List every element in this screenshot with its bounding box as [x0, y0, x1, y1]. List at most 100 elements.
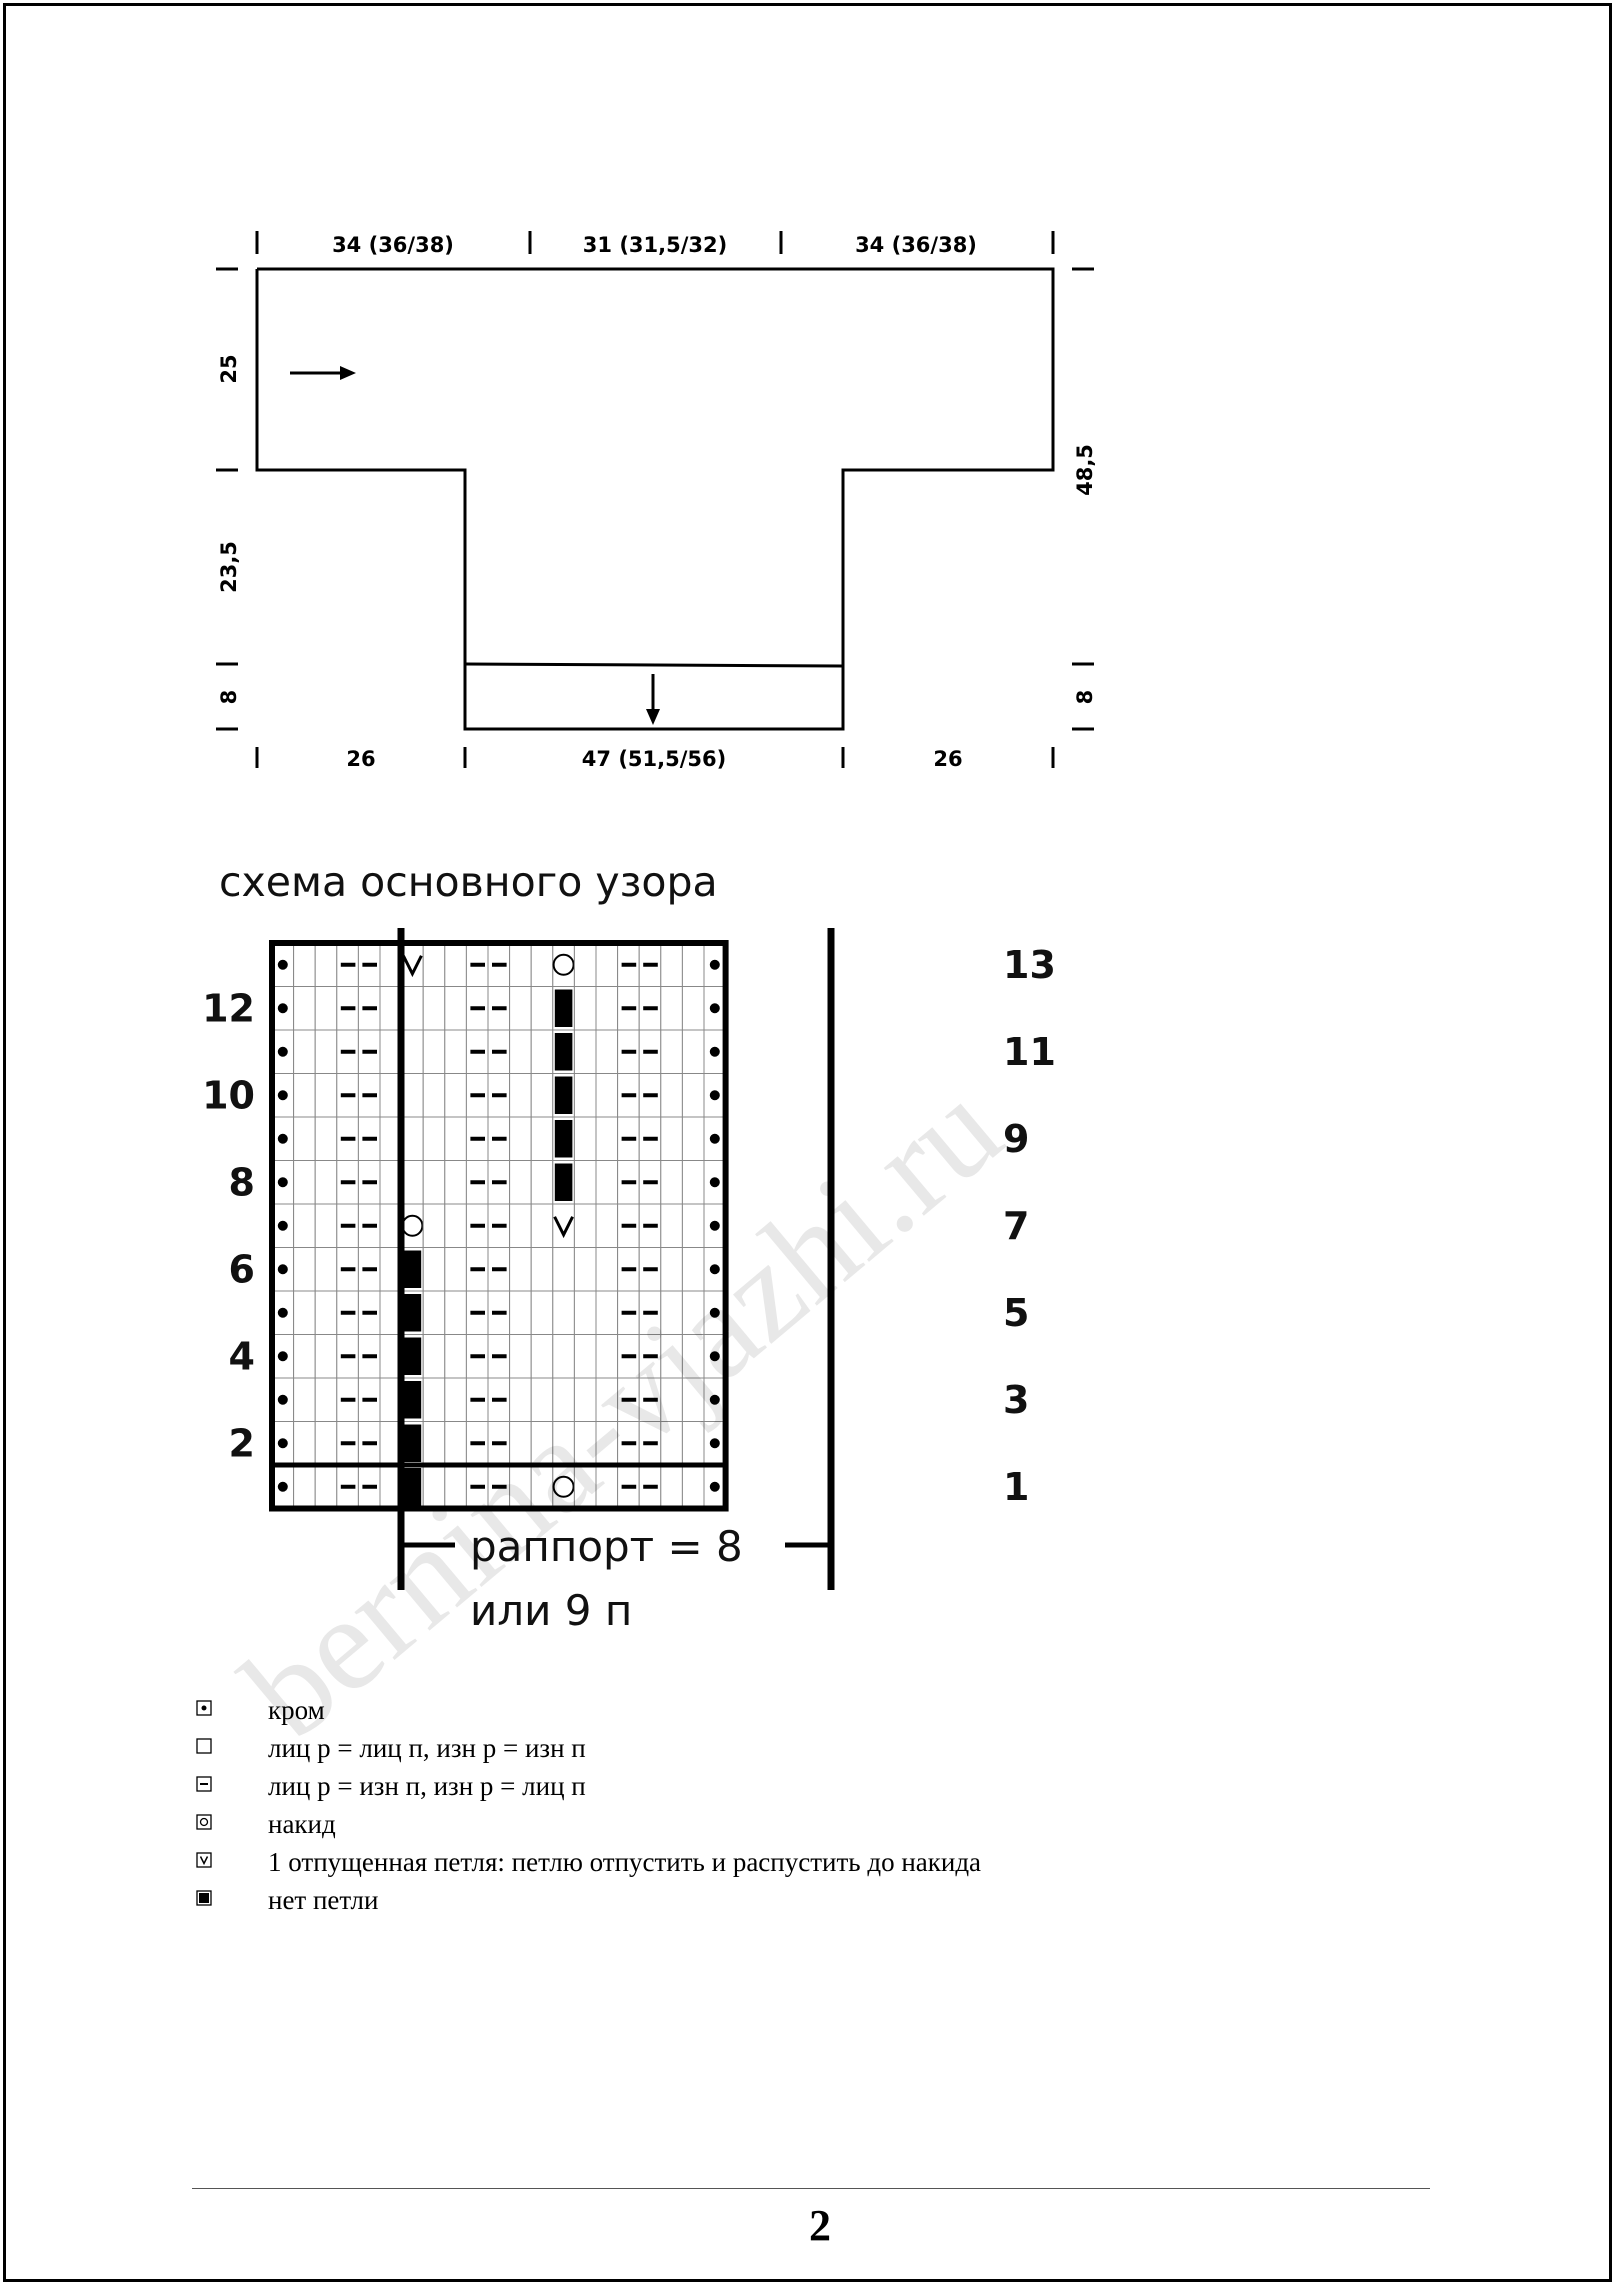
chart-cell — [271, 1421, 295, 1466]
chart-cell — [465, 1247, 489, 1292]
cell-border — [530, 1029, 554, 1074]
chart-cell — [465, 986, 489, 1031]
cell-border — [314, 1464, 338, 1509]
cell-border — [293, 1203, 316, 1248]
chart-cell — [530, 1334, 554, 1379]
chart-cell — [552, 942, 575, 987]
chart-cell — [444, 1377, 467, 1422]
garment-schematic: 34 (36/38) 31 (31,5/32) 34 (36/38) 25 23… — [216, 231, 1097, 771]
chart-cell — [703, 1203, 727, 1248]
v-square-icon — [196, 1852, 212, 1868]
top-dim-center: 31 (31,5/32) — [583, 233, 727, 257]
chart-cell — [357, 1464, 381, 1509]
cell-border — [509, 1377, 532, 1422]
cell-border — [293, 1160, 316, 1205]
cell-border — [444, 1290, 467, 1335]
row-number-right: 11 — [1003, 1030, 1056, 1074]
edge-stitch-mark — [277, 1003, 288, 1014]
chart-cell — [552, 1160, 575, 1205]
cell-border — [681, 986, 705, 1031]
chart-cell — [401, 1290, 424, 1335]
chart-cell — [552, 1421, 575, 1466]
cell-border — [444, 1116, 467, 1161]
yarn-over-mark — [552, 953, 575, 976]
chart-cell — [595, 1116, 619, 1161]
cell-border — [573, 1073, 597, 1118]
cell-border — [293, 986, 316, 1031]
repeat-label-alt: или 9 п — [470, 1586, 632, 1635]
cell-border — [573, 1464, 597, 1509]
chart-cell — [681, 942, 705, 987]
chart-cell — [314, 1029, 338, 1074]
cell-border — [293, 1421, 316, 1466]
cell-border — [573, 986, 597, 1031]
chart-cell — [595, 986, 619, 1031]
cell-border — [422, 1203, 446, 1248]
edge-stitch-mark — [277, 1220, 288, 1231]
chart-cell — [552, 986, 575, 1031]
chart-cell — [681, 1334, 705, 1379]
cell-border — [530, 1203, 554, 1248]
chart-cell — [617, 1073, 640, 1118]
chart-cell — [293, 1334, 316, 1379]
cell-border — [595, 1073, 619, 1118]
chart-cell — [336, 1203, 359, 1248]
no-stitch-mark — [403, 1381, 422, 1419]
chart-cell — [638, 1290, 662, 1335]
chart-cell — [530, 1377, 554, 1422]
chart-cell — [465, 1029, 489, 1074]
edge-stitch-mark — [277, 1046, 288, 1057]
cell-border — [422, 986, 446, 1031]
no-stitch-mark — [403, 1468, 422, 1506]
cell-border — [552, 1203, 575, 1248]
row-number-left: 4 — [229, 1334, 255, 1378]
chart-cell — [573, 1073, 597, 1118]
cell-border — [573, 1421, 597, 1466]
cell-border — [660, 986, 683, 1031]
cell-border — [530, 1290, 554, 1335]
chart-cell — [422, 1464, 446, 1509]
chart-cell — [465, 1290, 489, 1335]
cell-border — [314, 1334, 338, 1379]
cell-border — [552, 942, 575, 987]
edge-stitch-icon — [196, 1700, 212, 1716]
cell-border — [595, 1029, 619, 1074]
chart-cell — [293, 1029, 316, 1074]
dropped-stitch-mark — [402, 955, 423, 978]
edge-stitch-mark — [277, 1177, 288, 1188]
legend-item: накид — [196, 1807, 1296, 1845]
cell-border — [444, 1160, 467, 1205]
chart-cell — [703, 1334, 727, 1379]
cell-border — [530, 1464, 554, 1509]
edge-stitch-mark — [709, 1177, 720, 1188]
cell-border — [509, 986, 532, 1031]
cell-border — [444, 942, 467, 987]
cell-border — [660, 1377, 683, 1422]
cell-border — [509, 1421, 532, 1466]
chart-cell — [336, 1160, 359, 1205]
cell-border — [573, 1377, 597, 1422]
chart-cell — [271, 1116, 295, 1161]
cell-border — [314, 1160, 338, 1205]
cell-border — [293, 1334, 316, 1379]
chart-cell — [465, 1464, 489, 1509]
cell-border — [509, 1073, 532, 1118]
cell-border — [595, 1116, 619, 1161]
cell-border — [573, 942, 597, 987]
chart-cell — [422, 1247, 446, 1292]
cell-border — [293, 1464, 316, 1509]
chart-cell — [552, 1377, 575, 1422]
chart-cell — [638, 1073, 662, 1118]
no-stitch-mark — [403, 1424, 422, 1462]
chart-cell — [573, 1334, 597, 1379]
chart-cell — [487, 1073, 511, 1118]
cell-border — [660, 1247, 683, 1292]
chart-cell — [293, 1421, 316, 1466]
chart-cell — [573, 1464, 597, 1509]
chart-cell — [271, 1029, 295, 1074]
chart-cell — [703, 986, 727, 1031]
chart-cell — [638, 1203, 662, 1248]
no-stitch-mark — [403, 1250, 422, 1288]
chart-cell — [487, 1464, 511, 1509]
